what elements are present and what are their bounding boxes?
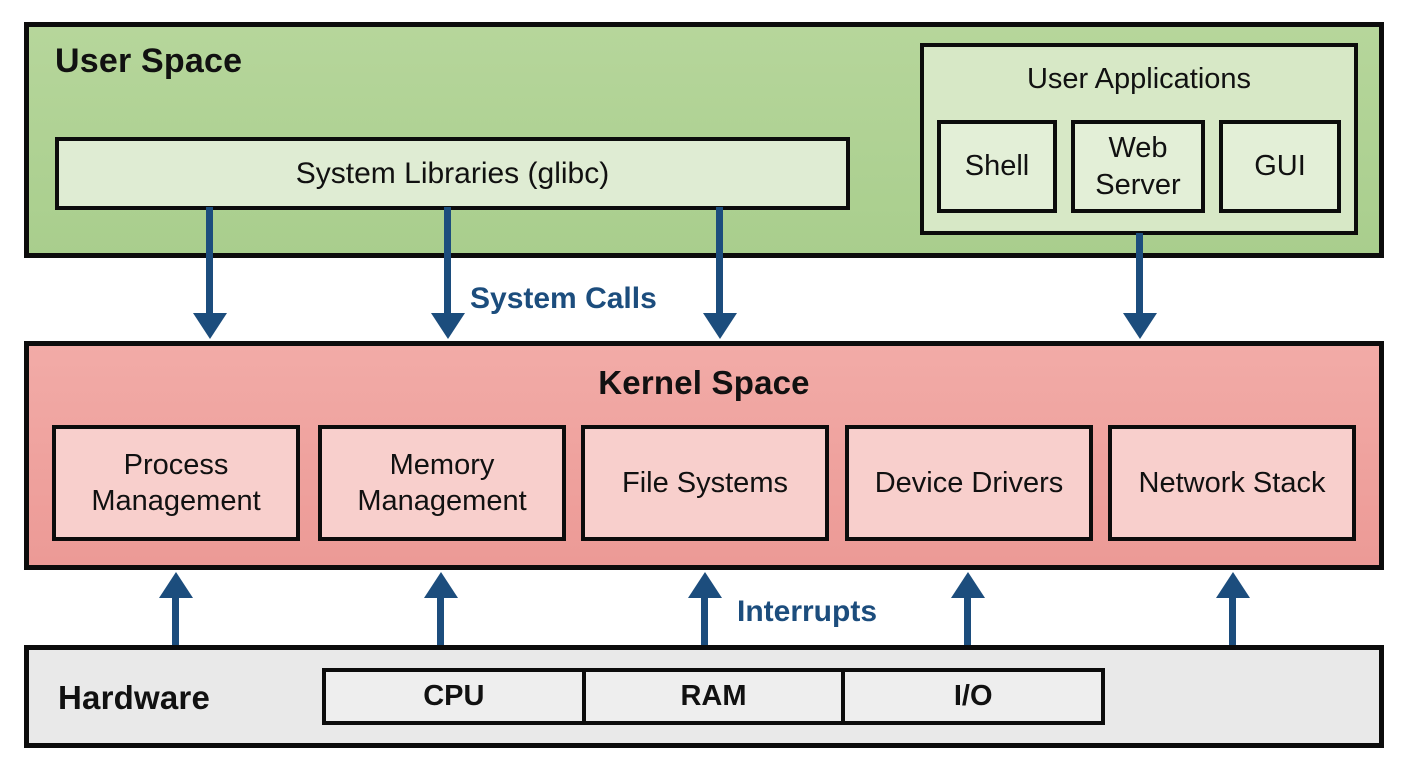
app-box-shell: Shell bbox=[937, 120, 1057, 213]
arrowhead-up-icon bbox=[951, 572, 985, 598]
arrow-shaft bbox=[444, 207, 451, 317]
device-drivers-label: Device Drivers bbox=[874, 466, 1064, 499]
arrow-shaft bbox=[964, 594, 971, 645]
hardware-cell-io: I/O bbox=[845, 672, 1101, 721]
arrow-shaft bbox=[172, 594, 179, 645]
interrupts-label: Interrupts bbox=[737, 595, 878, 628]
arrowhead-down-icon bbox=[703, 313, 737, 339]
system-calls-label: System Calls bbox=[470, 282, 657, 315]
cpu-label: CPU bbox=[423, 680, 485, 712]
app-box-web-server: Web Server bbox=[1071, 120, 1205, 213]
hardware-cell-ram: RAM bbox=[586, 672, 846, 721]
arrowhead-down-icon bbox=[1123, 313, 1157, 339]
kernel-space-title: Kernel Space bbox=[598, 364, 810, 401]
arrow-shaft bbox=[701, 594, 708, 645]
app-web-server-label: Web Server bbox=[1095, 132, 1181, 201]
user-space-title: User Space bbox=[55, 42, 243, 80]
memory-management-label: Memory Management bbox=[357, 448, 527, 517]
interrupt-up-arrow bbox=[424, 572, 458, 645]
arrowhead-up-icon bbox=[159, 572, 193, 598]
network-stack-label: Network Stack bbox=[1138, 466, 1326, 499]
kernel-module-process-management: Process Management bbox=[52, 425, 300, 541]
file-systems-label: File Systems bbox=[622, 466, 788, 499]
app-shell-label: Shell bbox=[964, 150, 1030, 183]
system-call-down-arrow bbox=[431, 207, 465, 339]
arrowhead-down-icon bbox=[193, 313, 227, 339]
interrupt-up-arrow bbox=[951, 572, 985, 645]
system-call-down-arrow bbox=[193, 207, 227, 339]
arrow-shaft bbox=[1136, 233, 1143, 317]
hardware-cell-cpu: CPU bbox=[326, 672, 586, 721]
app-box-gui: GUI bbox=[1219, 120, 1341, 213]
interrupt-up-arrow bbox=[159, 572, 193, 645]
arrow-shaft bbox=[716, 207, 723, 317]
interrupt-up-arrow bbox=[688, 572, 722, 645]
kernel-module-device-drivers: Device Drivers bbox=[845, 425, 1093, 541]
arrowhead-up-icon bbox=[688, 572, 722, 598]
app-gui-label: GUI bbox=[1254, 150, 1306, 183]
system-libraries-label: System Libraries (glibc) bbox=[295, 156, 610, 190]
arrow-shaft bbox=[1229, 594, 1236, 645]
arrowhead-up-icon bbox=[1216, 572, 1250, 598]
process-management-label: Process Management bbox=[91, 448, 261, 517]
system-call-down-arrow bbox=[1123, 233, 1157, 339]
system-libraries-box: System Libraries (glibc) bbox=[55, 137, 850, 210]
interrupt-up-arrow bbox=[1216, 572, 1250, 645]
kernel-module-memory-management: Memory Management bbox=[318, 425, 566, 541]
arrowhead-up-icon bbox=[424, 572, 458, 598]
hardware-components-table: CPU RAM I/O bbox=[322, 668, 1105, 725]
arrowhead-down-icon bbox=[431, 313, 465, 339]
arrow-shaft bbox=[206, 207, 213, 317]
hardware-title: Hardware bbox=[58, 679, 211, 716]
ram-label: RAM bbox=[680, 680, 747, 712]
user-applications-title: User Applications bbox=[1026, 63, 1252, 95]
io-label: I/O bbox=[953, 680, 993, 712]
kernel-module-network-stack: Network Stack bbox=[1108, 425, 1356, 541]
kernel-module-file-systems: File Systems bbox=[581, 425, 829, 541]
arrow-shaft bbox=[437, 594, 444, 645]
system-call-down-arrow bbox=[703, 207, 737, 339]
